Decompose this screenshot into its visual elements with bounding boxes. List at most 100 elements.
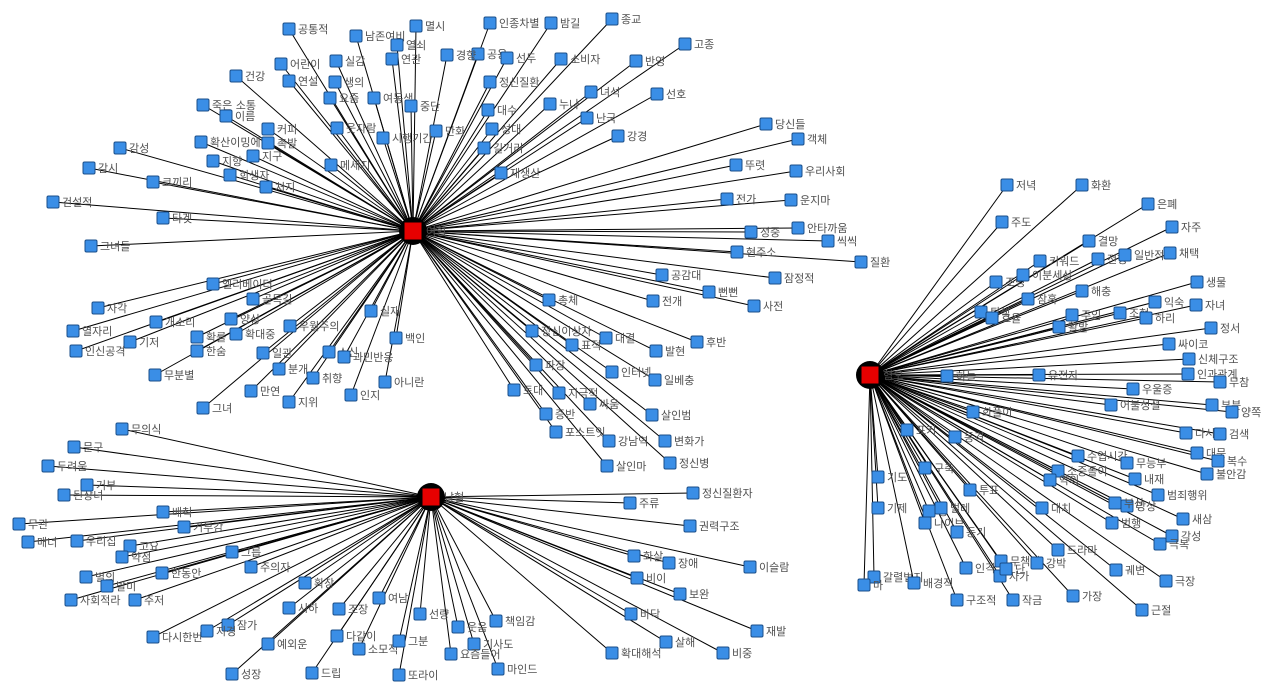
network-node[interactable]: 인신공격 [69, 344, 125, 358]
node-marker[interactable] [934, 501, 948, 515]
node-marker[interactable] [750, 624, 764, 638]
node-marker[interactable] [46, 195, 60, 209]
node-marker[interactable] [950, 593, 964, 607]
network-node[interactable]: 지극적 [552, 386, 598, 400]
network-node[interactable]: 화살 [627, 549, 663, 563]
node-marker[interactable] [529, 358, 543, 372]
network-node[interactable]: 벌레 [934, 501, 970, 515]
node-marker[interactable] [229, 69, 243, 83]
node-marker[interactable] [261, 136, 275, 150]
node-marker[interactable] [673, 587, 687, 601]
node-marker[interactable] [115, 550, 129, 564]
network-node[interactable]: 우리집 [70, 534, 116, 548]
node-marker[interactable] [413, 607, 427, 621]
node-marker[interactable] [224, 312, 238, 326]
node-marker[interactable] [471, 47, 485, 61]
network-node[interactable]: 시하 [282, 601, 318, 615]
network-node[interactable]: 운지마 [784, 193, 830, 207]
network-node[interactable]: 하늘 [940, 369, 976, 383]
network-node[interactable]: 인과관계 [1181, 367, 1237, 381]
network-node[interactable]: 궤변 [1109, 563, 1145, 577]
node-marker[interactable] [1135, 603, 1149, 617]
node-marker[interactable] [1082, 234, 1096, 248]
network-node[interactable]: 죽은 소통 [196, 98, 256, 112]
node-marker[interactable] [322, 345, 336, 359]
network-node[interactable]: 주의자 [244, 560, 290, 574]
network-node[interactable]: 정서 [1204, 321, 1240, 335]
node-marker[interactable] [686, 486, 700, 500]
node-marker[interactable] [1118, 248, 1132, 262]
node-marker[interactable] [1033, 254, 1047, 268]
node-marker[interactable] [244, 384, 258, 398]
hub-marker[interactable] [860, 365, 880, 385]
network-node[interactable]: 정중 [744, 225, 780, 239]
network-node[interactable]: 누나 [543, 97, 579, 111]
network-node[interactable]: 취향 [306, 371, 342, 385]
node-marker[interactable] [491, 662, 505, 676]
node-marker[interactable] [907, 576, 921, 590]
network-node[interactable]: 악의 [1043, 473, 1079, 487]
network-node[interactable]: 지경 [200, 624, 236, 638]
network-node[interactable]: 실감 [329, 54, 365, 68]
network-node[interactable]: 커피 [261, 122, 297, 136]
node-marker[interactable] [200, 624, 214, 638]
node-marker[interactable] [1109, 563, 1123, 577]
network-node[interactable]: 이분세상 [1016, 268, 1072, 282]
network-node[interactable]: 강경 [611, 129, 647, 143]
network-node[interactable]: 주류 [623, 496, 659, 510]
node-marker[interactable] [1051, 543, 1065, 557]
node-marker[interactable] [332, 602, 346, 616]
node-marker[interactable] [483, 16, 497, 30]
network-node[interactable]: 반영 [629, 54, 665, 68]
network-node[interactable]: 비이 [630, 571, 666, 585]
node-marker[interactable] [690, 335, 704, 349]
network-node[interactable]: 이름 [219, 109, 255, 123]
network-node[interactable]: 범죄행위 [1151, 488, 1207, 502]
node-marker[interactable] [768, 271, 782, 285]
node-marker[interactable] [662, 556, 676, 570]
node-marker[interactable] [305, 666, 319, 680]
network-node[interactable]: 마 [857, 578, 883, 592]
node-marker[interactable] [467, 637, 481, 651]
network-node[interactable]: 자주 [1165, 220, 1201, 234]
node-marker[interactable] [113, 141, 127, 155]
node-marker[interactable] [963, 483, 977, 497]
network-node[interactable]: 촉발 [261, 136, 297, 150]
network-node[interactable]: 대결 [599, 331, 635, 345]
network-node[interactable]: 바닥 [624, 607, 660, 621]
node-marker[interactable] [854, 255, 868, 269]
node-marker[interactable] [648, 373, 662, 387]
network-node[interactable]: 분개 [272, 362, 308, 376]
network-node[interactable]: 화풀이 [966, 405, 1012, 419]
network-node[interactable]: 그녀 [196, 401, 232, 415]
network-node[interactable]: 어린이 [274, 57, 320, 71]
node-marker[interactable] [1052, 320, 1066, 334]
network-node[interactable]: 발현 [649, 344, 685, 358]
network-node[interactable]: 만연 [244, 384, 280, 398]
node-marker[interactable] [1213, 375, 1227, 389]
network-node[interactable]: 다시한번 [146, 630, 202, 644]
node-marker[interactable] [196, 401, 210, 415]
node-marker[interactable] [282, 74, 296, 88]
network-node[interactable]: 투표 [963, 483, 999, 497]
node-marker[interactable] [196, 98, 210, 112]
node-marker[interactable] [624, 607, 638, 621]
network-node[interactable]: 권력구조 [683, 519, 739, 533]
node-marker[interactable] [1148, 295, 1162, 309]
network-node[interactable]: 근절 [1135, 603, 1171, 617]
node-marker[interactable] [1065, 308, 1079, 322]
node-marker[interactable] [156, 505, 170, 519]
network-node[interactable]: 백인 [389, 331, 425, 345]
network-node[interactable]: 주저 [128, 593, 164, 607]
node-marker[interactable] [1104, 398, 1118, 412]
node-marker[interactable] [328, 75, 342, 89]
network-node[interactable]: 아니란 [378, 375, 424, 389]
node-marker[interactable] [1182, 352, 1196, 366]
network-node[interactable]: 한동안 [155, 566, 201, 580]
network-node[interactable]: 조장 [332, 602, 368, 616]
node-marker[interactable] [259, 180, 273, 194]
network-node[interactable]: 코끼리 [146, 175, 192, 189]
node-marker[interactable] [404, 99, 418, 113]
node-marker[interactable] [1165, 220, 1179, 234]
node-marker[interactable] [1126, 382, 1140, 396]
